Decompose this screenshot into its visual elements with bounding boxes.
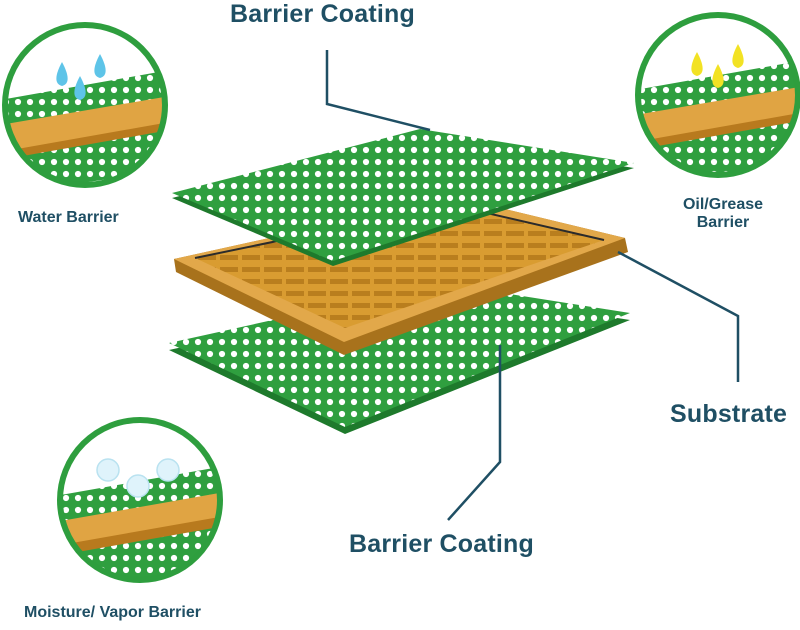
substrate-leader <box>617 250 740 382</box>
top-coating-leader <box>325 50 431 132</box>
vapor-bubbles-icon <box>96 458 180 498</box>
bottom-coating-leader <box>447 345 502 521</box>
oil-grease-label-line1: Oil/Grease <box>682 196 764 213</box>
moisture-vapor-barrier-inset <box>57 417 223 583</box>
oil-grease-barrier-label: Oil/Grease Barrier <box>663 196 783 232</box>
moisture-vapor-barrier-label: Moisture/ Vapor Barrier <box>24 604 201 621</box>
oil-grease-barrier-inset <box>635 12 800 178</box>
water-barrier-inset <box>2 22 168 188</box>
bottom-barrier-coating-label: Barrier Coating <box>349 530 534 558</box>
oil-droplets-icon <box>691 44 744 88</box>
leader-lines <box>325 50 740 521</box>
water-droplets-icon <box>56 54 106 100</box>
water-barrier-label: Water Barrier <box>18 209 119 226</box>
top-barrier-coating-label: Barrier Coating <box>230 0 415 28</box>
oil-grease-label-line2: Barrier <box>696 214 750 231</box>
top-barrier-coating-layer <box>172 129 634 266</box>
substrate-label: Substrate <box>670 400 788 428</box>
